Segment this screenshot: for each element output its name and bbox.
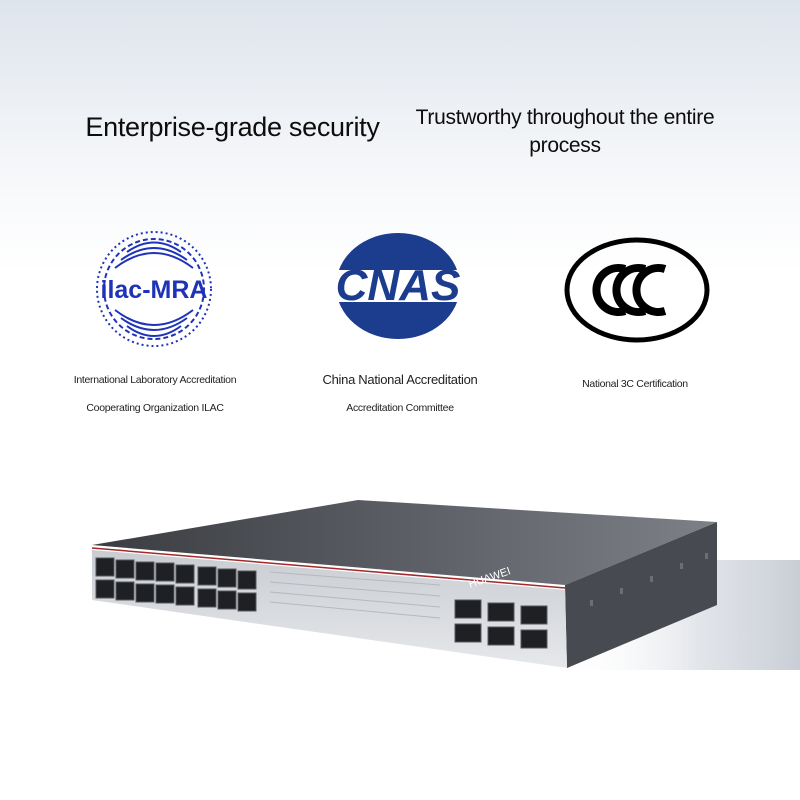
caption-cnas-line1: China National Accreditation: [322, 372, 478, 387]
network-switch-icon: HUAWEI: [91, 500, 800, 670]
caption-ccc-line1: National 3C Certification: [582, 378, 688, 390]
caption-ilac-line1: International Laboratory Accreditation: [73, 374, 237, 386]
caption-cnas: China National Accreditation Accreditati…: [305, 366, 495, 422]
cnas-logo-text: CNAS: [336, 261, 461, 310]
caption-ilac: International Laboratory Accreditation C…: [60, 366, 250, 422]
ilac-mra-icon: ilac-MRA: [96, 231, 212, 347]
ccc-icon: [564, 237, 710, 343]
heading-enterprise-security: Enterprise-grade security: [85, 112, 380, 142]
cnas-icon: CNAS: [326, 233, 471, 339]
caption-ccc: National 3C Certification: [560, 378, 710, 390]
heading-trustworthy-process: Trustworthy throughout the entire proces…: [415, 106, 715, 157]
caption-cnas-line2: Accreditation Committee: [346, 402, 454, 414]
caption-ilac-line2: Cooperating Organization ILAC: [86, 402, 224, 414]
ilac-logo-text: ilac-MRA: [101, 276, 208, 304]
